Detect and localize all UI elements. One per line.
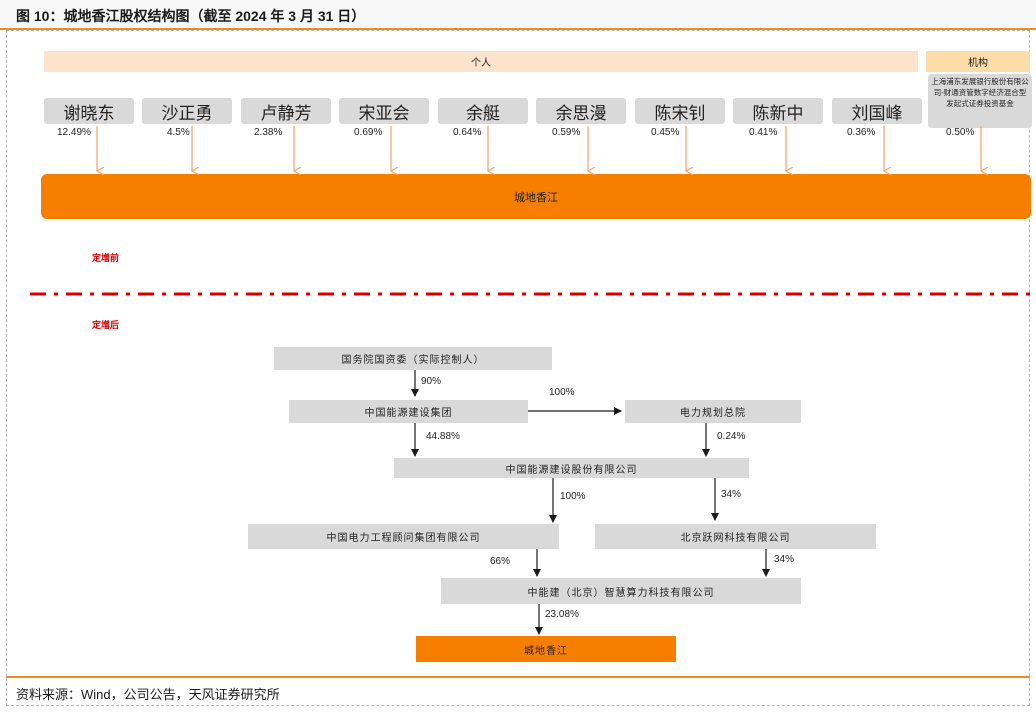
node-ceec-group: 中国能源建设集团 <box>289 400 528 423</box>
edge-pct: 100% <box>549 387 575 398</box>
holding-pct: 0.50% <box>946 127 975 138</box>
figure-title: 图 10：城地香江股权结构图（截至 2024 年 3 月 31 日） <box>16 8 366 24</box>
shareholder-box: 陈新中 <box>733 98 823 124</box>
institution-box: 上海浦东发展银行股份有限公司-财通资管数字经济混合型发起式证券投资基金 <box>928 74 1032 128</box>
node-target-after: 城地香江 <box>416 636 676 662</box>
before-arrows <box>97 126 981 171</box>
edge-pct: 0.24% <box>717 431 746 442</box>
figure-frame <box>6 30 1030 706</box>
before-label: 定增前 <box>92 254 120 264</box>
shareholder-box: 谢晓东 <box>44 98 134 124</box>
shareholder-box: 陈宋钊 <box>635 98 725 124</box>
edge-pct: 23.08% <box>545 609 579 620</box>
target-company-before: 城地香江 <box>41 174 1031 219</box>
node-eppei: 电力规划总院 <box>625 400 801 423</box>
edge-pct: 34% <box>721 489 742 500</box>
shareholder-box: 宋亚会 <box>339 98 429 124</box>
node-bj-yuewang: 北京跃网科技有限公司 <box>595 524 876 549</box>
holding-pct: 0.36% <box>847 127 876 138</box>
institution-group-bar: 机构 <box>926 51 1030 72</box>
holding-pct: 0.69% <box>354 127 383 138</box>
holding-pct: 12.49% <box>57 127 91 138</box>
node-cpecc: 中国电力工程顾问集团有限公司 <box>248 524 559 549</box>
footer-divider <box>6 676 1030 678</box>
individual-group-bar: 个人 <box>44 51 918 72</box>
holding-pct: 2.38% <box>254 127 283 138</box>
figure-header: 图 10：城地香江股权结构图（截至 2024 年 3 月 31 日） <box>0 0 1036 30</box>
holding-pct: 0.41% <box>749 127 778 138</box>
after-arrows <box>411 370 770 635</box>
edge-pct: 90% <box>421 376 442 387</box>
shareholder-box: 沙正勇 <box>142 98 232 124</box>
shareholder-box: 余思漫 <box>536 98 626 124</box>
node-sasac: 国务院国资委（实际控制人） <box>274 347 552 370</box>
shareholder-box: 卢静芳 <box>241 98 331 124</box>
node-ceec-ltd: 中国能源建设股份有限公司 <box>394 458 749 478</box>
after-label: 定增后 <box>92 321 120 331</box>
shareholder-box: 刘国峰 <box>832 98 922 124</box>
node-zn-compute: 中能建（北京）智慧算力科技有限公司 <box>441 578 801 604</box>
holding-pct: 4.5% <box>167 127 190 138</box>
shareholder-box: 余艇 <box>438 98 528 124</box>
edge-pct: 100% <box>560 491 586 502</box>
edge-pct: 66% <box>490 556 511 567</box>
edge-pct: 44.88% <box>426 431 460 442</box>
holding-pct: 0.45% <box>651 127 680 138</box>
source-note: 资料来源：Wind，公司公告，天风证券研究所 <box>16 687 280 702</box>
holding-pct: 0.64% <box>453 127 482 138</box>
edge-pct: 34% <box>774 554 795 565</box>
holding-pct: 0.59% <box>552 127 581 138</box>
